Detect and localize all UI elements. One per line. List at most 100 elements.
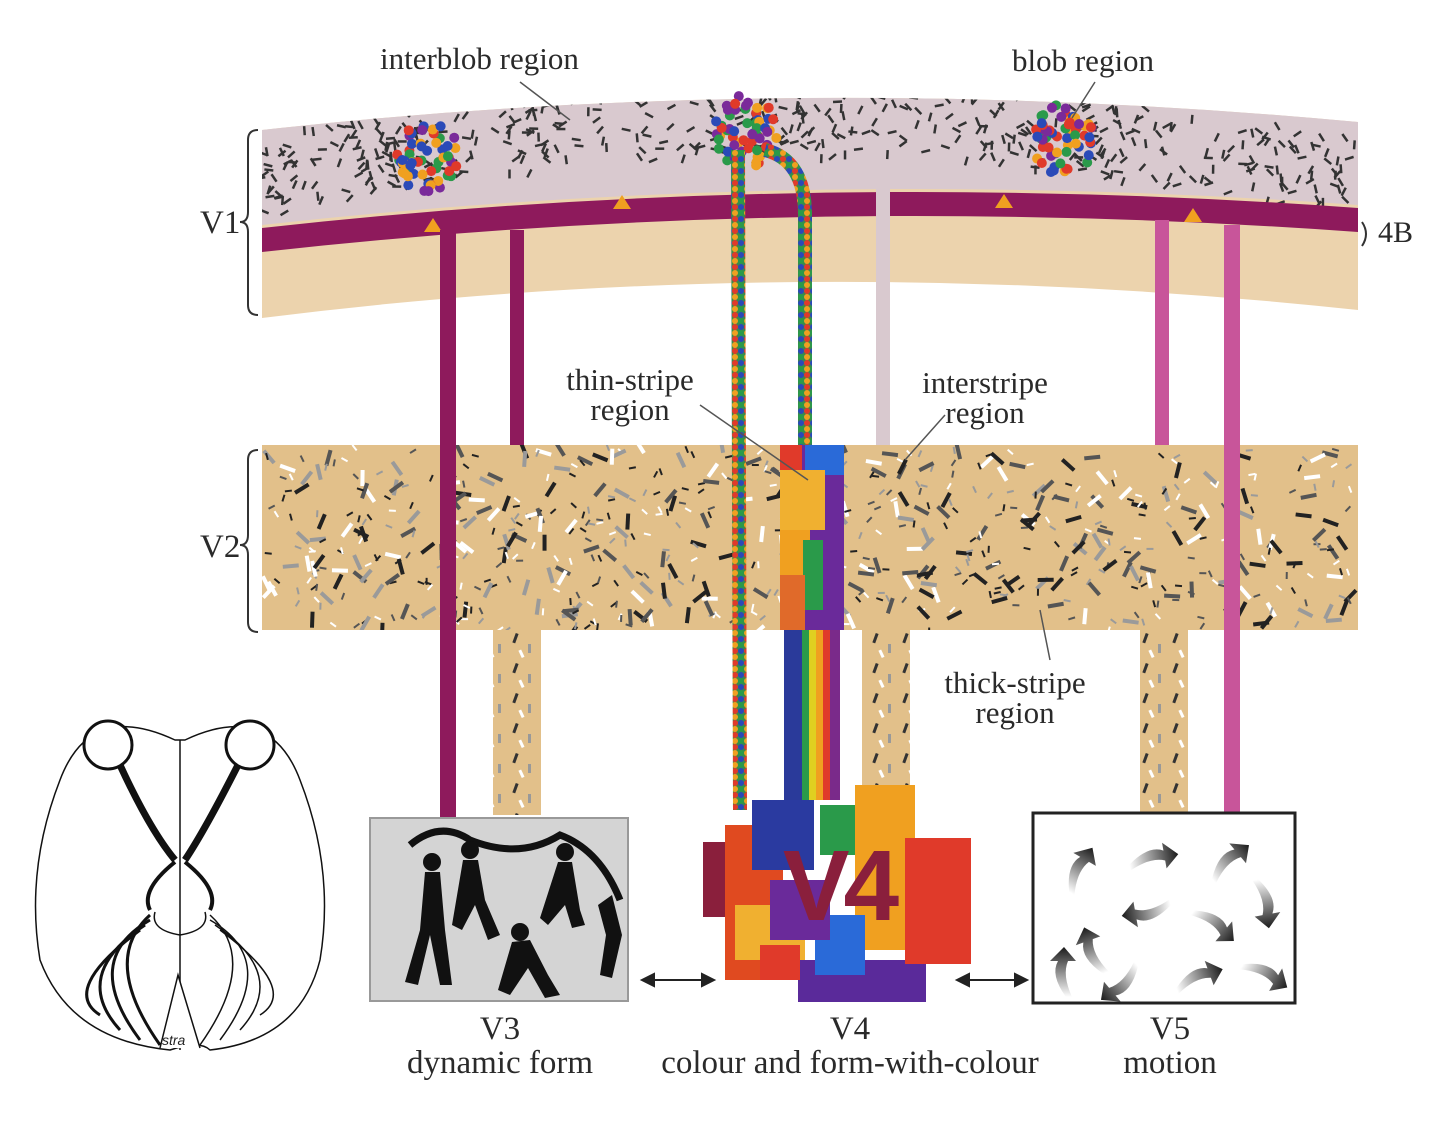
- v2-texture-mark: [501, 546, 508, 564]
- v2-texture-mark: [1009, 461, 1026, 470]
- v2-texture-mark: [890, 497, 898, 503]
- v1-texture-mark: [798, 105, 806, 115]
- v2-texture-mark: [946, 482, 952, 490]
- v2-texture-mark: [352, 554, 363, 571]
- v1-texture-mark: [782, 78, 787, 87]
- v2-texture-mark: [885, 597, 895, 614]
- v1-texture-mark: [813, 103, 821, 113]
- blob-dot: [1083, 150, 1094, 161]
- blob-dot: [449, 132, 460, 143]
- v1-texture-mark: [1162, 181, 1171, 190]
- v2-texture-mark: [288, 473, 294, 481]
- v2-texture-mark: [553, 554, 559, 562]
- v5-desc: motion: [1123, 1045, 1217, 1081]
- v2-texture-mark: [898, 524, 907, 528]
- v2-texture-mark: [340, 547, 344, 555]
- v1-texture-mark: [377, 164, 385, 174]
- interstripe-label: interstripe region: [900, 367, 1070, 428]
- v2-texture-mark: [858, 531, 863, 540]
- v1-texture-mark: [788, 85, 794, 94]
- v2-texture-mark: [516, 559, 524, 562]
- v2-texture-mark: [842, 623, 850, 626]
- v2-texture-mark: [309, 611, 315, 628]
- v2-texture-mark: [1087, 581, 1101, 597]
- v2-texture-mark: [1346, 597, 1352, 605]
- v2-label: V2: [200, 529, 241, 565]
- v2-texture-mark: [1023, 546, 1031, 551]
- v2-texture-mark: [1199, 572, 1207, 575]
- v1-texture-mark: [799, 143, 809, 151]
- v2-texture-mark: [1267, 547, 1271, 555]
- v2-texture-mark: [329, 621, 337, 628]
- blob-dot: [1036, 157, 1047, 168]
- v1-texture-mark: [638, 146, 647, 155]
- v1-texture-mark: [1211, 164, 1215, 174]
- blob-dot: [768, 114, 779, 125]
- v1-texture-mark: [1222, 153, 1231, 162]
- v2-texture-mark: [1259, 614, 1274, 630]
- v2-texture-mark: [1250, 494, 1258, 497]
- thick-stripe-label-line1: thick-stripe: [944, 665, 1086, 700]
- v1-texture-mark: [696, 144, 706, 150]
- v2-texture-mark: [555, 618, 561, 626]
- v2-texture-mark: [614, 525, 629, 539]
- v2-texture-mark: [1017, 584, 1025, 591]
- v2-texture-mark: [867, 566, 876, 570]
- v2-texture-mark: [912, 520, 916, 528]
- v2-texture-mark: [1339, 568, 1343, 576]
- v2-texture-mark: [875, 529, 883, 536]
- v2-texture-mark: [306, 576, 312, 584]
- v1-texture-mark: [894, 87, 903, 94]
- v1-texture-mark: [587, 107, 590, 117]
- v2-texture-mark: [916, 605, 931, 620]
- v2-texture-mark: [504, 626, 511, 630]
- blob-dot: [1062, 133, 1073, 144]
- v1-texture-mark: [666, 103, 677, 111]
- v2-texture-mark: [1084, 528, 1092, 533]
- v2-texture-mark: [643, 532, 651, 537]
- v2-texture-mark: [273, 510, 280, 518]
- layer-4b-brace: [1361, 221, 1367, 247]
- v1-texture-mark: [309, 157, 317, 167]
- v2-texture-mark: [1157, 452, 1165, 459]
- v2-texture-mark: [579, 459, 586, 467]
- v2-texture-mark: [1113, 470, 1118, 478]
- v2-texture-mark: [409, 448, 417, 454]
- v1-texture-mark: [454, 170, 464, 179]
- v1-texture-mark: [795, 102, 801, 112]
- v2-texture-mark: [340, 522, 354, 538]
- v1-texture-mark: [1077, 167, 1088, 172]
- v2-texture-mark: [1133, 537, 1142, 540]
- v2-texture-mark: [613, 487, 630, 499]
- v2-texture-mark: [994, 512, 1003, 517]
- v4-caption: V4 colour and form-with-colour: [640, 1012, 1060, 1080]
- blob-dot: [751, 160, 762, 171]
- v1-texture-mark: [274, 190, 283, 198]
- v1-texture-mark: [270, 173, 278, 183]
- blob-dot: [399, 168, 410, 179]
- v2-texture-mark: [487, 471, 504, 483]
- v1-texture-mark: [574, 97, 581, 102]
- v2-texture-mark: [936, 505, 951, 520]
- v2-texture-mark: [872, 474, 880, 478]
- v2-texture-mark: [504, 551, 509, 560]
- v1-texture-mark: [1018, 141, 1025, 151]
- v2-texture-mark: [751, 561, 756, 569]
- v2-texture-mark: [293, 482, 310, 495]
- v2-texture-mark: [324, 463, 328, 471]
- v2-texture-mark: [858, 562, 875, 575]
- v1-texture-mark: [1034, 165, 1037, 175]
- v1-texture-mark: [355, 139, 362, 149]
- v2-texture-mark: [294, 599, 301, 607]
- v1-texture-mark: [914, 106, 923, 115]
- v2-texture-mark: [1238, 585, 1252, 601]
- v2-texture-mark: [1211, 578, 1219, 585]
- v1-texture-mark: [890, 99, 898, 109]
- v1-texture-mark: [769, 83, 777, 92]
- v2-texture-mark: [607, 495, 616, 499]
- v2-texture-mark: [569, 597, 572, 606]
- v2-texture-mark: [997, 574, 1005, 580]
- v1-texture-mark: [392, 141, 397, 152]
- v2-texture-mark: [1098, 568, 1106, 574]
- v2-texture-mark: [1053, 540, 1060, 548]
